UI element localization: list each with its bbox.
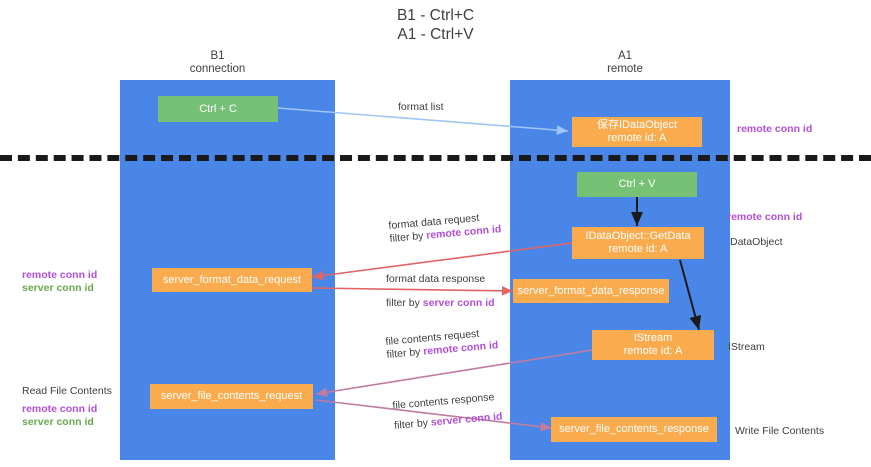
filter-key-server-conn-id: server conn id: [422, 297, 495, 309]
box-istream[interactable]: IStream remote id: A: [592, 330, 714, 360]
side-label-read-file-contents: Read File Contents: [22, 385, 112, 397]
filter-prefix: filter by: [386, 297, 423, 309]
side-label-remote-conn-id-top: remote conn id: [737, 123, 813, 135]
edge-label-file-contents-response-filter: filter by server conn id: [394, 410, 503, 432]
filter-prefix: filter by: [393, 416, 432, 432]
box-ctrl-c[interactable]: Ctrl + C: [158, 96, 278, 122]
column-header-a1: A1 remote: [607, 50, 643, 75]
box-idataobject[interactable]: 保存IDataObject remote id: A: [572, 117, 702, 147]
legend-server-conn-id: server conn id: [22, 416, 94, 428]
edge-label-format-data-response-group: format data response filter by server co…: [386, 273, 495, 310]
side-label-istream: IStream: [728, 341, 765, 353]
edge-label-format-data-response-filter: filter by server conn id: [386, 297, 495, 310]
edge-label-format-data-request-group: format data request filter by remote con…: [388, 210, 502, 246]
filter-key-server-conn-id: server conn id: [430, 410, 503, 429]
edge-label-file-contents-response-group: file contents response filter by server …: [392, 391, 503, 433]
box-server-file-contents-request[interactable]: server_file_contents_request: [150, 384, 313, 409]
legend-mid: remote conn id server conn id: [22, 269, 97, 295]
edge-label-format-data-response: format data response: [386, 273, 486, 285]
filter-prefix: filter by: [386, 345, 424, 361]
legend-remote-conn-id: remote conn id: [22, 269, 98, 281]
edge-label-file-contents-request-group: file contents request filter by remote c…: [385, 326, 499, 362]
box-server-format-data-response[interactable]: server_format_data_response: [513, 279, 669, 303]
side-label-write-file-contents: Write File Contents: [735, 425, 825, 437]
box-server-file-contents-response[interactable]: server_file_contents_response: [551, 417, 717, 442]
edge-label-format-list: format list: [398, 101, 444, 113]
legend-remote-conn-id: remote conn id: [22, 403, 98, 415]
legend-low: remote conn id server conn id: [22, 403, 97, 429]
legend-server-conn-id: server conn id: [22, 282, 94, 294]
diagram-title: B1 - Ctrl+C A1 - Ctrl+V: [396, 7, 475, 43]
box-server-format-data-request[interactable]: server_format_data_request: [152, 268, 312, 292]
filter-prefix: filter by: [389, 229, 427, 245]
box-idataobject-getdata[interactable]: IDataObject::GetData remote id: A: [572, 227, 704, 259]
column-header-b1: B1 connection: [189, 50, 246, 75]
box-ctrl-v[interactable]: Ctrl + V: [577, 172, 697, 197]
section-divider: [0, 155, 871, 161]
side-label-dataobject: DataObject: [730, 236, 783, 248]
edge-label-file-contents-response: file contents response: [392, 391, 495, 412]
side-label-remote-conn-id-mid: remote conn id: [727, 211, 803, 223]
